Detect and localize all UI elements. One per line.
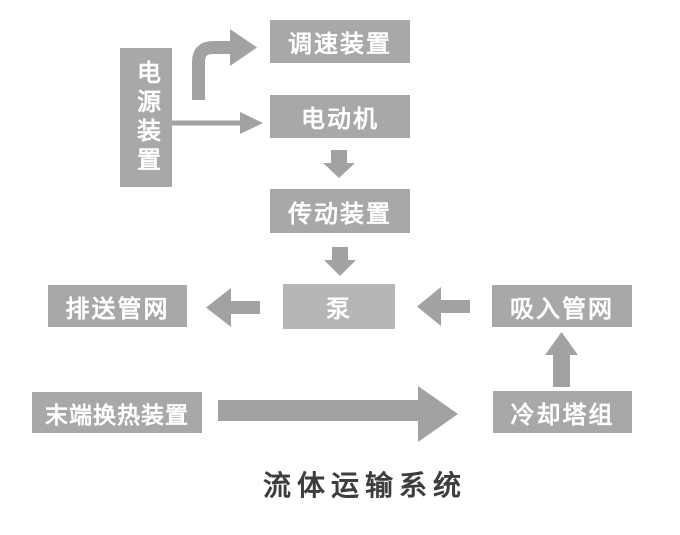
node-speed-control: 调速装置 bbox=[270, 20, 410, 63]
node-discharge-network: 排送管网 bbox=[48, 285, 187, 327]
arrow-power-to-motor bbox=[163, 112, 263, 134]
arrow-cooling-to-suction bbox=[545, 332, 578, 387]
arrow-power-to-speed-control bbox=[192, 29, 257, 100]
node-cooling-towers: 冷却塔组 bbox=[493, 391, 632, 433]
node-pump: 泵 bbox=[283, 284, 395, 329]
node-transmission: 传动装置 bbox=[270, 189, 410, 233]
arrow-pump-to-discharge bbox=[206, 288, 260, 327]
arrow-terminal-to-cooling bbox=[218, 386, 458, 442]
diagram-title: 流体运输系统 bbox=[262, 471, 467, 502]
node-power-supply: 电源装置 bbox=[120, 48, 172, 187]
node-terminal-heat-exchanger: 末端换热装置 bbox=[32, 392, 202, 433]
node-suction-network: 吸入管网 bbox=[492, 285, 632, 327]
arrow-transmission-to-pump bbox=[324, 247, 356, 276]
node-motor: 电动机 bbox=[270, 95, 410, 138]
arrow-suction-to-pump bbox=[417, 287, 470, 326]
arrow-motor-to-transmission bbox=[323, 150, 355, 178]
